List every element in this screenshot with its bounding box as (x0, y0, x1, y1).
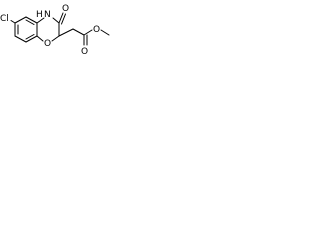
nh-hydrogen-label: H (36, 10, 43, 20)
bond-ketone-co-second (61, 13, 66, 25)
bond-ring-bottom (25, 35, 38, 43)
ring-oxygen-label: O (44, 39, 51, 49)
bond-ring-lower-left (14, 35, 27, 43)
chemical-structure-diagram: Cl N H O O O O (0, 4, 110, 57)
bond-ch-o (51, 35, 60, 42)
bond-o-ring-c (36, 35, 44, 42)
benzene-ring (14, 16, 38, 43)
bond-o-methyl (100, 29, 110, 36)
double-bond-ring-top-inner (25, 19, 35, 25)
ester-ether-oxygen-label: O (93, 25, 100, 35)
ketone-oxygen-label: O (62, 4, 69, 14)
bond-ester-c-o (83, 29, 93, 36)
bond-n-carbonyl (52, 17, 60, 24)
ester-carbonyl-oxygen-label: O (81, 47, 88, 57)
bond-ch-ch2 (58, 28, 74, 37)
bond-c-cl (10, 20, 16, 24)
chlorine-label: Cl (0, 14, 9, 24)
bond-ch2-ester-c (72, 28, 85, 36)
double-bond-ring-bottom-inner (25, 34, 35, 40)
oxazinone-ring (36, 17, 60, 42)
nh-nitrogen-label: N (44, 10, 51, 20)
bond-ketone-co (58, 12, 64, 24)
bond-ring-upper-left (14, 16, 27, 24)
bond-ring-top (25, 16, 38, 24)
bond-ring-c-n (36, 17, 45, 24)
